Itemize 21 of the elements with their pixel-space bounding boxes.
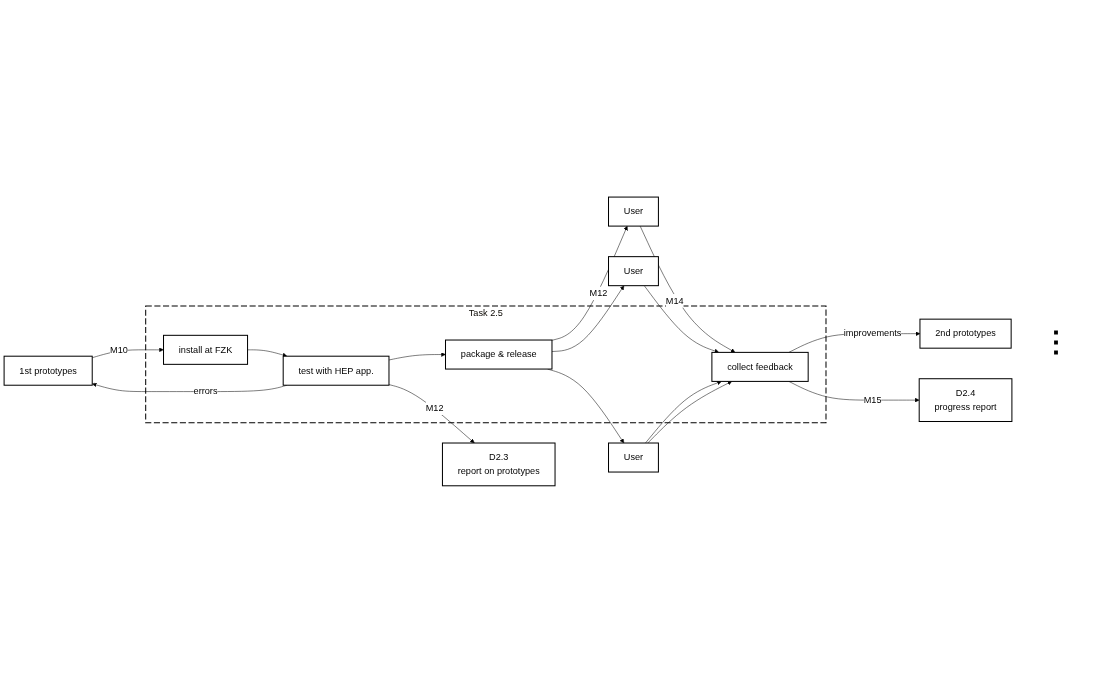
node-box [282,355,390,386]
edge-label: M14 [665,295,684,306]
node-box [3,355,93,386]
cluster [145,305,827,423]
edge-label: M12 [425,402,444,413]
node-box [711,351,809,382]
edge-label: improvements [843,327,902,339]
node-box [445,339,553,370]
node-box [441,442,556,486]
node-box [919,318,1012,349]
node-box [163,334,249,365]
node-box [608,196,659,227]
flowchart-diagram: Task 2.5 M10 M12 errors M12 M14 improvements M15 User User 2nd prototypes install at FZK package & release 1st prototypes test with HEP app. collect feedback D2.4 progress report D2.3 report on prototypes User [0,192,1016,490]
node-box [918,377,1013,422]
edge-label: errors [193,385,218,396]
edge-label: M10 [110,344,128,355]
node-box [608,255,659,286]
node-box [608,442,659,473]
edge-label: M15 [863,394,882,405]
ellipsis-text: ⋮ [1042,324,1070,358]
edge-label: M12 [589,287,608,298]
